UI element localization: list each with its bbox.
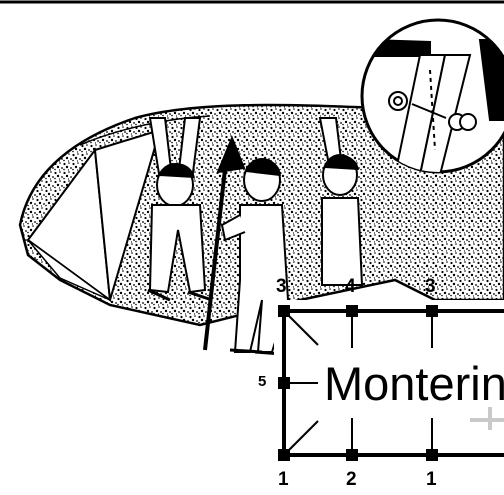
- top-label-3: 3: [425, 276, 436, 297]
- top-label-1: 3: [276, 276, 287, 297]
- joint-marker-top-corner: [278, 305, 290, 317]
- joint-marker-bottom-corner: [278, 449, 290, 461]
- joint-marker-top-mid: [346, 305, 358, 317]
- worker-left: [147, 117, 213, 302]
- bottom-label-2: 2: [346, 469, 357, 490]
- worker-center-with-pole: [203, 135, 290, 356]
- bottom-label-3: 1: [426, 469, 437, 490]
- side-label: 5: [258, 373, 267, 390]
- joint-marker-top-right: [426, 305, 438, 317]
- worker-right: [318, 117, 364, 286]
- top-label-2: 4: [345, 276, 356, 297]
- bottom-label-1: 1: [278, 469, 289, 490]
- joint-marker-bottom-right: [426, 449, 438, 461]
- joint-marker-bottom-mid: [346, 449, 358, 461]
- bolt-detail-inset: [360, 18, 504, 174]
- joint-marker-side: [278, 377, 290, 389]
- diagram-title: Monterin: [322, 360, 504, 407]
